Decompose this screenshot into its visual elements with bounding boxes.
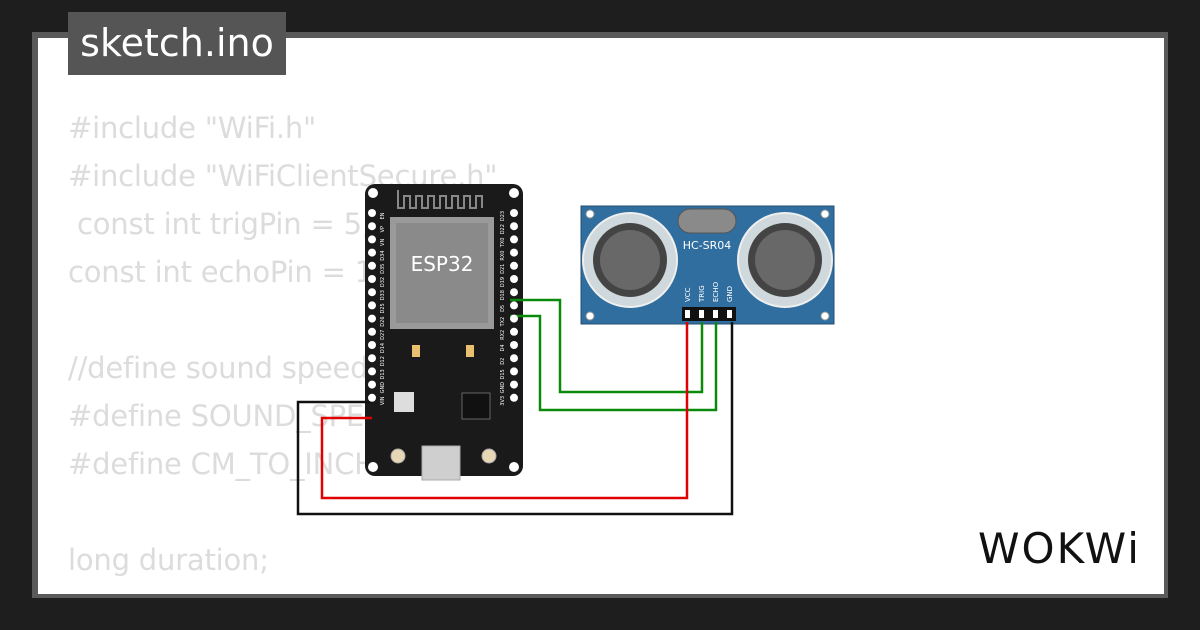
esp32-pin-label: D14 xyxy=(380,343,386,353)
code-line: #include "WiFi.h" xyxy=(68,111,317,145)
wokwi-logo: WOKWi xyxy=(978,524,1141,573)
esp32-pin-label: D21 xyxy=(500,264,506,274)
esp32-pin-label: RX0 xyxy=(500,251,506,261)
esp32-pin[interactable] xyxy=(368,261,376,270)
esp32-pin[interactable] xyxy=(510,327,518,336)
esp32-pin-label: TX0 xyxy=(500,238,506,249)
esp32-pin[interactable] xyxy=(510,209,518,217)
esp32-pin[interactable] xyxy=(510,235,518,244)
esp32-pin-label: D25 xyxy=(380,303,386,313)
esp32-pin-label: 3V3 xyxy=(500,396,506,406)
esp32-pin[interactable] xyxy=(510,222,518,231)
sensor-pin-label: TRIG xyxy=(698,285,706,303)
file-tab[interactable]: sketch.ino xyxy=(68,12,286,75)
esp32-pin[interactable] xyxy=(510,248,518,257)
esp32-pin[interactable] xyxy=(368,222,376,231)
esp32-pin[interactable] xyxy=(368,367,376,376)
transducer-left xyxy=(582,212,678,308)
wire-echo xyxy=(510,314,718,412)
esp32-pin-label: D26 xyxy=(380,316,386,326)
esp32-pin[interactable] xyxy=(368,288,376,297)
esp32-pin[interactable] xyxy=(368,380,376,389)
sensor-pin-label: VCC xyxy=(684,287,692,302)
esp32-pin[interactable] xyxy=(368,354,376,363)
esp32-pin[interactable] xyxy=(510,380,518,389)
esp32-pin-label: D15 xyxy=(500,369,506,379)
esp32-pin[interactable] xyxy=(368,393,376,402)
code-line: float distanceCm; xyxy=(68,584,522,594)
esp32-pin[interactable] xyxy=(510,261,518,270)
esp32-pin[interactable] xyxy=(510,367,518,376)
esp32-pin-label: D27 xyxy=(380,330,386,340)
code-line: const int trigPin = 5; xyxy=(68,207,372,241)
esp32-pin-label: D35 xyxy=(380,264,386,274)
esp32-pin-label: D2 xyxy=(500,358,506,365)
wires xyxy=(296,298,734,516)
esp32-pin[interactable] xyxy=(368,248,376,257)
esp32-pin-label: GND xyxy=(380,382,386,394)
esp32-pin[interactable] xyxy=(510,341,518,349)
esp32-pin-label: D22 xyxy=(500,224,506,234)
esp32-pin[interactable] xyxy=(368,275,376,283)
wire-trig xyxy=(510,298,704,394)
esp32-pin[interactable] xyxy=(510,393,518,402)
esp32-pin[interactable] xyxy=(510,288,518,297)
esp32-pin-label: D33 xyxy=(380,290,386,300)
esp32-pin-label: D18 xyxy=(500,290,506,300)
esp32-pin[interactable] xyxy=(510,314,518,323)
esp32-pin-label: D5 xyxy=(500,305,506,312)
esp32-pin[interactable] xyxy=(368,327,376,336)
esp32-pin-label: VN xyxy=(380,239,386,246)
esp32-pin-label: D23 xyxy=(500,211,506,221)
esp32-board[interactable]: ESP32 xyxy=(365,184,523,481)
esp32-pin-label: VP xyxy=(380,226,386,232)
esp32-pin-label: EN xyxy=(380,212,386,219)
esp32-pin-label: D32 xyxy=(380,277,386,287)
esp32-pin-label: GND xyxy=(500,382,506,394)
esp32-pin[interactable] xyxy=(368,209,376,217)
esp32-pin-label: D19 xyxy=(500,277,506,287)
esp32-pin[interactable] xyxy=(368,314,376,323)
esp32-pin[interactable] xyxy=(368,341,376,349)
esp32-pin-label: D13 xyxy=(380,369,386,379)
sensor-pin-label: ECHO xyxy=(712,281,720,302)
esp32-pin-label: D34 xyxy=(380,250,386,260)
esp32-pin-label: VIN xyxy=(380,396,386,405)
esp32-label: ESP32 xyxy=(411,252,474,276)
esp32-pin[interactable] xyxy=(510,301,518,310)
esp32-pin-label: D4 xyxy=(500,344,506,351)
wire-vcc xyxy=(320,322,689,500)
code-line: long duration; xyxy=(68,543,269,577)
code-line: #include "WiFiClientSecure.h" xyxy=(68,159,498,193)
sensor-pin-label: GND xyxy=(726,286,734,302)
transducer-right xyxy=(737,212,833,308)
esp32-pin[interactable] xyxy=(510,275,518,283)
esp32-pin-label: RX2 xyxy=(500,330,506,340)
esp32-pin-label: TX2 xyxy=(500,317,506,328)
esp32-pin[interactable] xyxy=(368,301,376,310)
sensor-label: HC-SR04 xyxy=(683,239,732,252)
hc-sr04-sensor[interactable]: HC-SR04 VCC TRIG ECHO GND xyxy=(580,205,835,325)
esp32-pin[interactable] xyxy=(510,354,518,363)
wire-gnd xyxy=(296,322,734,516)
esp32-pin-label: D12 xyxy=(380,356,386,366)
esp32-pin[interactable] xyxy=(368,235,376,244)
